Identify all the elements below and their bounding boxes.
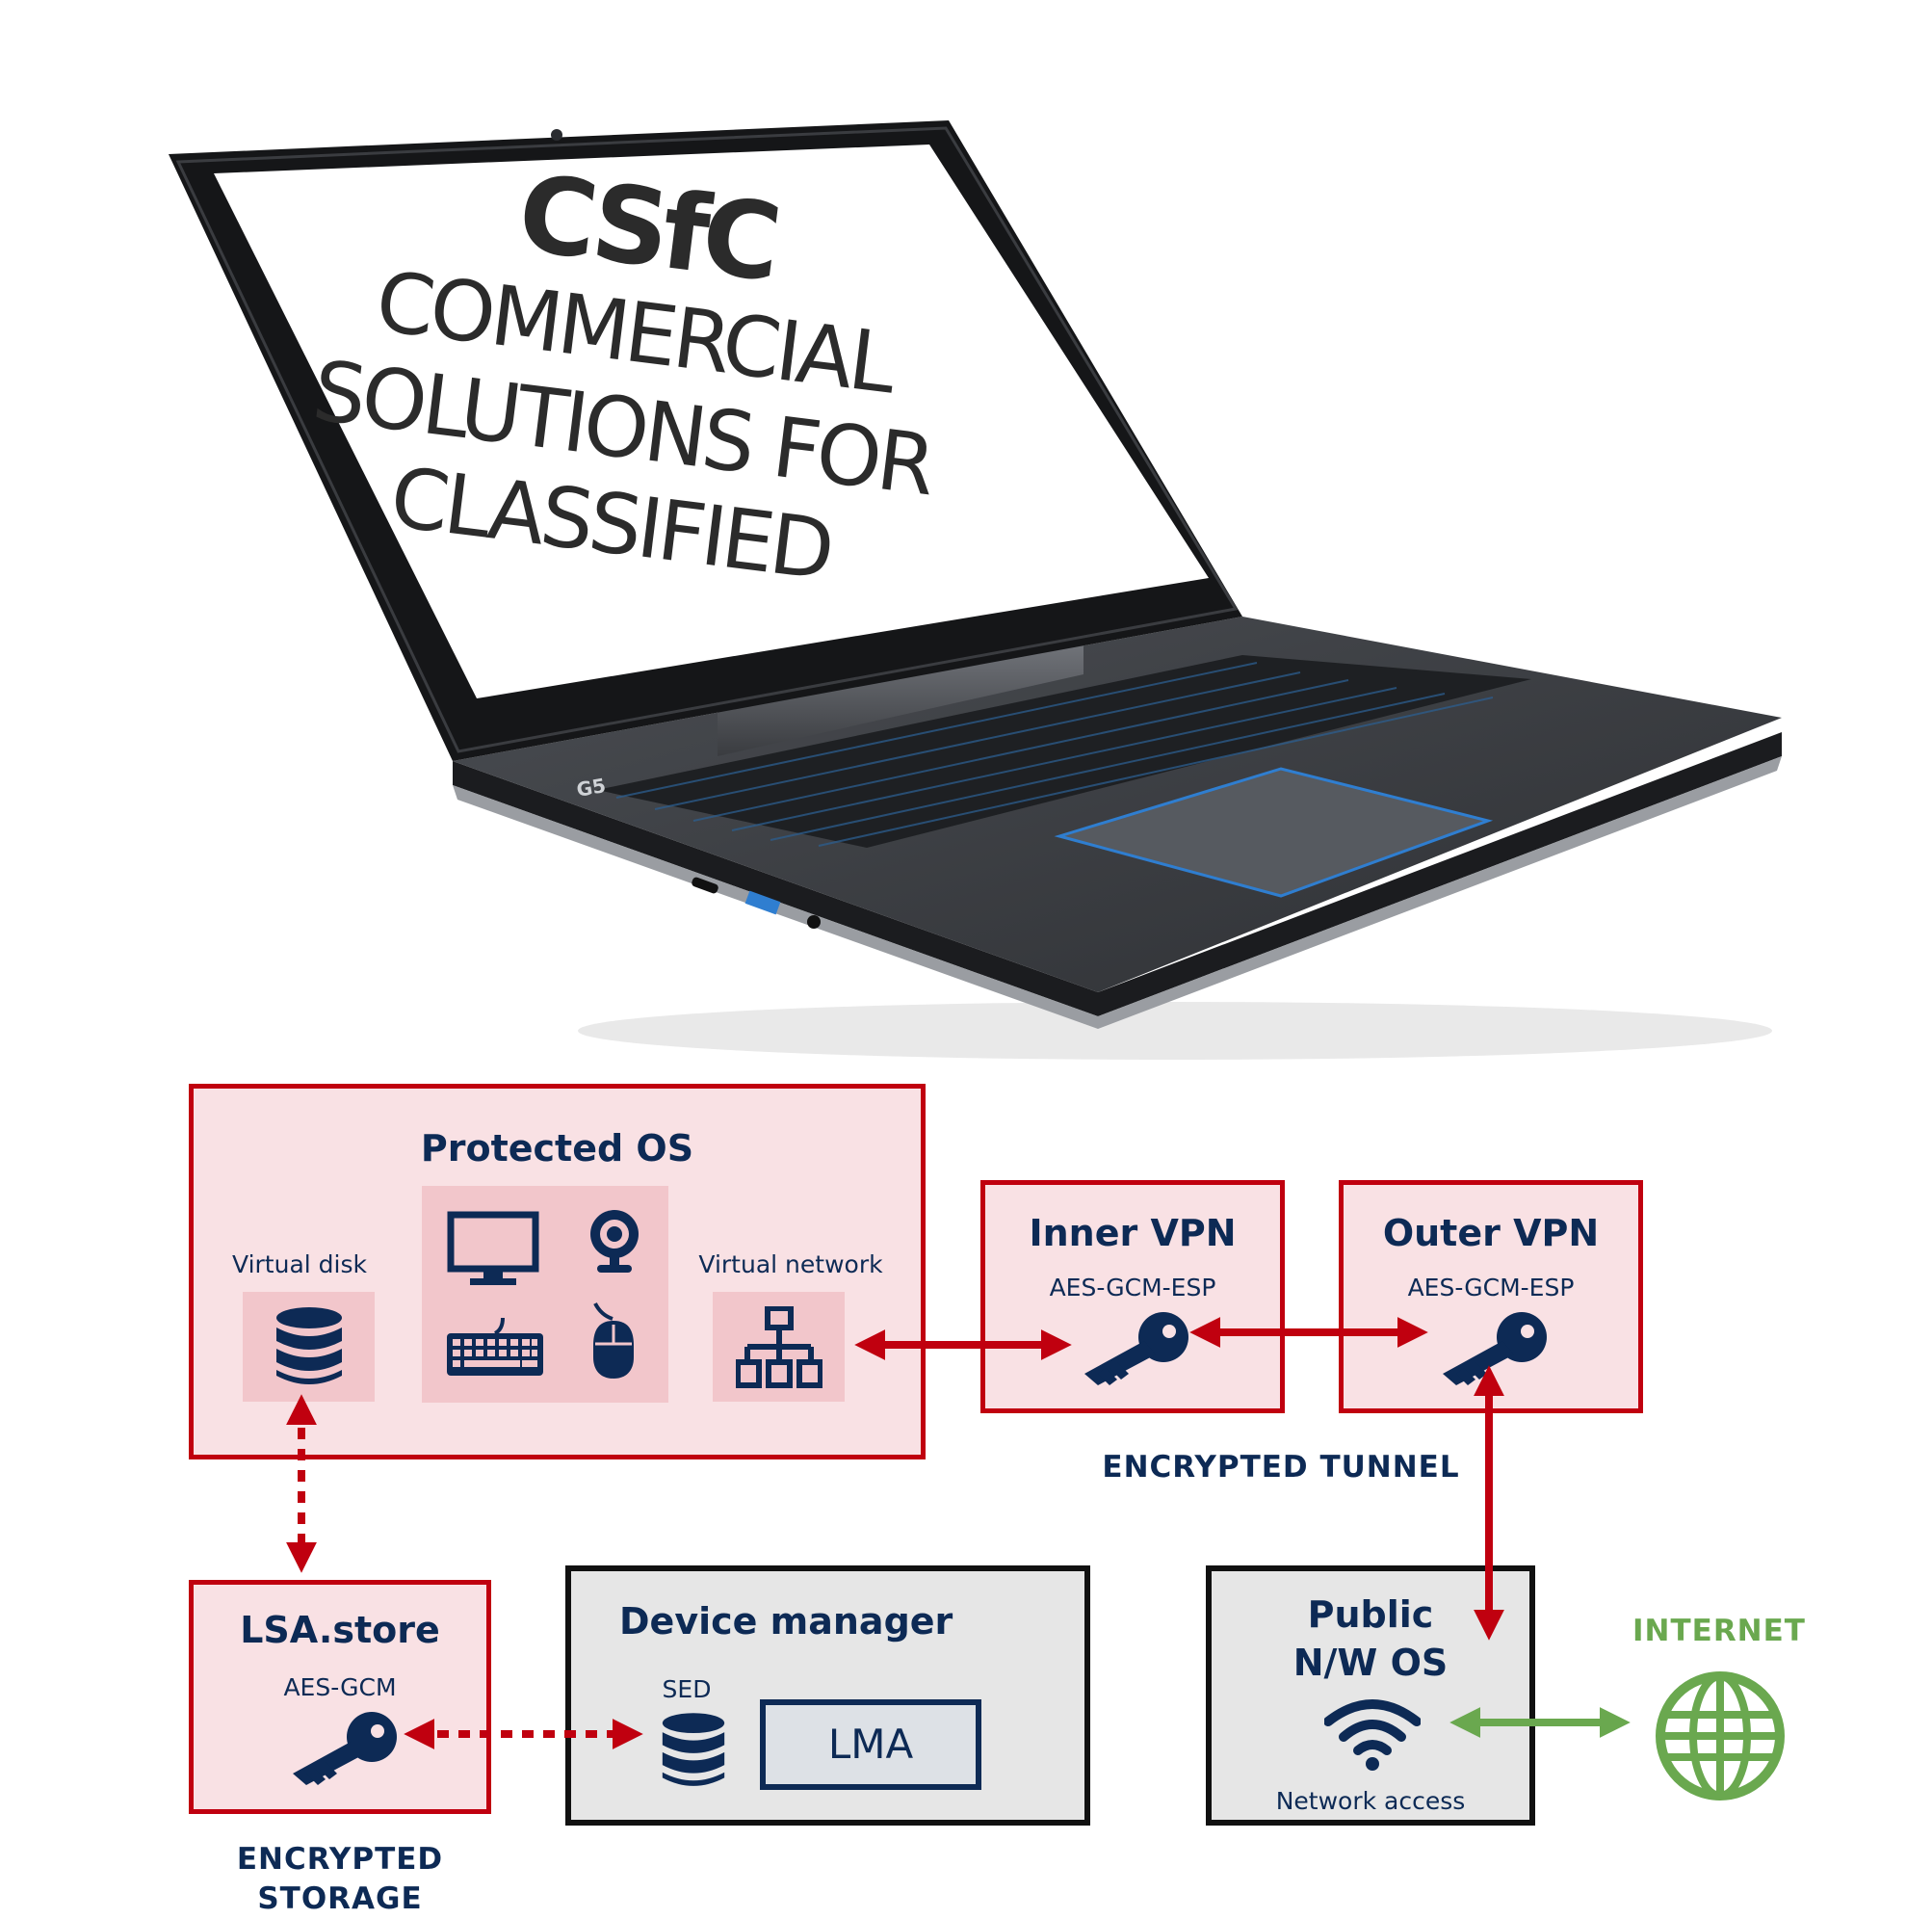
device-manager-box: Device manager SED LMA bbox=[565, 1565, 1090, 1826]
globe-icon bbox=[1656, 1671, 1785, 1801]
webcam-icon bbox=[590, 1210, 639, 1273]
public-os-title-line-1: Public bbox=[1307, 1593, 1434, 1636]
protected-os-title: Protected OS bbox=[420, 1127, 694, 1170]
peripherals-tile bbox=[422, 1186, 668, 1403]
inner-vpn-title: Inner VPN bbox=[1029, 1212, 1237, 1254]
keyboard-icon bbox=[447, 1317, 543, 1376]
monitor-icon bbox=[447, 1211, 539, 1285]
encrypted-tunnel-caption: ENCRYPTED TUNNEL bbox=[1102, 1450, 1460, 1485]
laptop-shadow bbox=[578, 1002, 1772, 1060]
network-topology-icon bbox=[736, 1306, 822, 1388]
key-icon bbox=[1443, 1312, 1547, 1385]
keyboard-keys bbox=[615, 662, 1494, 847]
public-os-title: Public N/W OS bbox=[1212, 1590, 1529, 1687]
screen-display bbox=[214, 145, 1209, 698]
sed-label: SED bbox=[662, 1675, 712, 1703]
lma-box: LMA bbox=[760, 1699, 981, 1790]
touchpad bbox=[1054, 767, 1494, 898]
virtual-disk-label: Virtual disk bbox=[232, 1250, 367, 1278]
mouse-icon bbox=[593, 1302, 634, 1379]
laptop-illustration: G5 CSfC COMMERCIAL SOLUTIONS FOR CLASSIF… bbox=[169, 120, 1782, 1060]
lsa-store-title: LSA.store bbox=[240, 1609, 440, 1651]
virtual-network-label: Virtual network bbox=[698, 1250, 883, 1278]
encrypted-storage-line-1: ENCRYPTED bbox=[236, 1842, 444, 1877]
virtual-disk-tile bbox=[243, 1292, 375, 1402]
outer-vpn-title: Outer VPN bbox=[1382, 1212, 1600, 1254]
database-icon bbox=[276, 1307, 342, 1384]
lsa-store-cipher: AES-GCM bbox=[283, 1673, 397, 1701]
public-os-title-line-2: N/W OS bbox=[1292, 1642, 1449, 1684]
device-manager-title: Device manager bbox=[619, 1600, 953, 1643]
laptop-graphic: G5 bbox=[169, 120, 1782, 1060]
webcam bbox=[551, 129, 562, 141]
screen-bezel-edge bbox=[175, 126, 1239, 753]
inner-vpn-cipher: AES-GCM-ESP bbox=[1049, 1274, 1216, 1301]
outer-vpn-cipher: AES-GCM-ESP bbox=[1407, 1274, 1575, 1301]
audio-jack bbox=[807, 915, 821, 929]
key-icon bbox=[293, 1712, 397, 1785]
usb-a-port bbox=[744, 890, 781, 915]
keyboard-area bbox=[597, 655, 1531, 848]
sed-database-icon bbox=[662, 1713, 725, 1786]
lsa-store-box: LSA.store AES-GCM bbox=[189, 1580, 491, 1814]
virtual-network-tile bbox=[713, 1292, 845, 1402]
laptop-base-edge bbox=[453, 756, 1782, 1029]
brand-badge: G5 bbox=[575, 774, 608, 802]
inner-vpn-box: Inner VPN AES-GCM-ESP bbox=[980, 1180, 1285, 1413]
laptop-base-side bbox=[453, 732, 1782, 1016]
key-icon bbox=[1084, 1312, 1188, 1385]
usb-c-port bbox=[692, 877, 718, 894]
network-access-label: Network access bbox=[1275, 1787, 1466, 1815]
wifi-icon bbox=[1324, 1699, 1421, 1771]
internet-label: INTERNET bbox=[1632, 1614, 1806, 1648]
